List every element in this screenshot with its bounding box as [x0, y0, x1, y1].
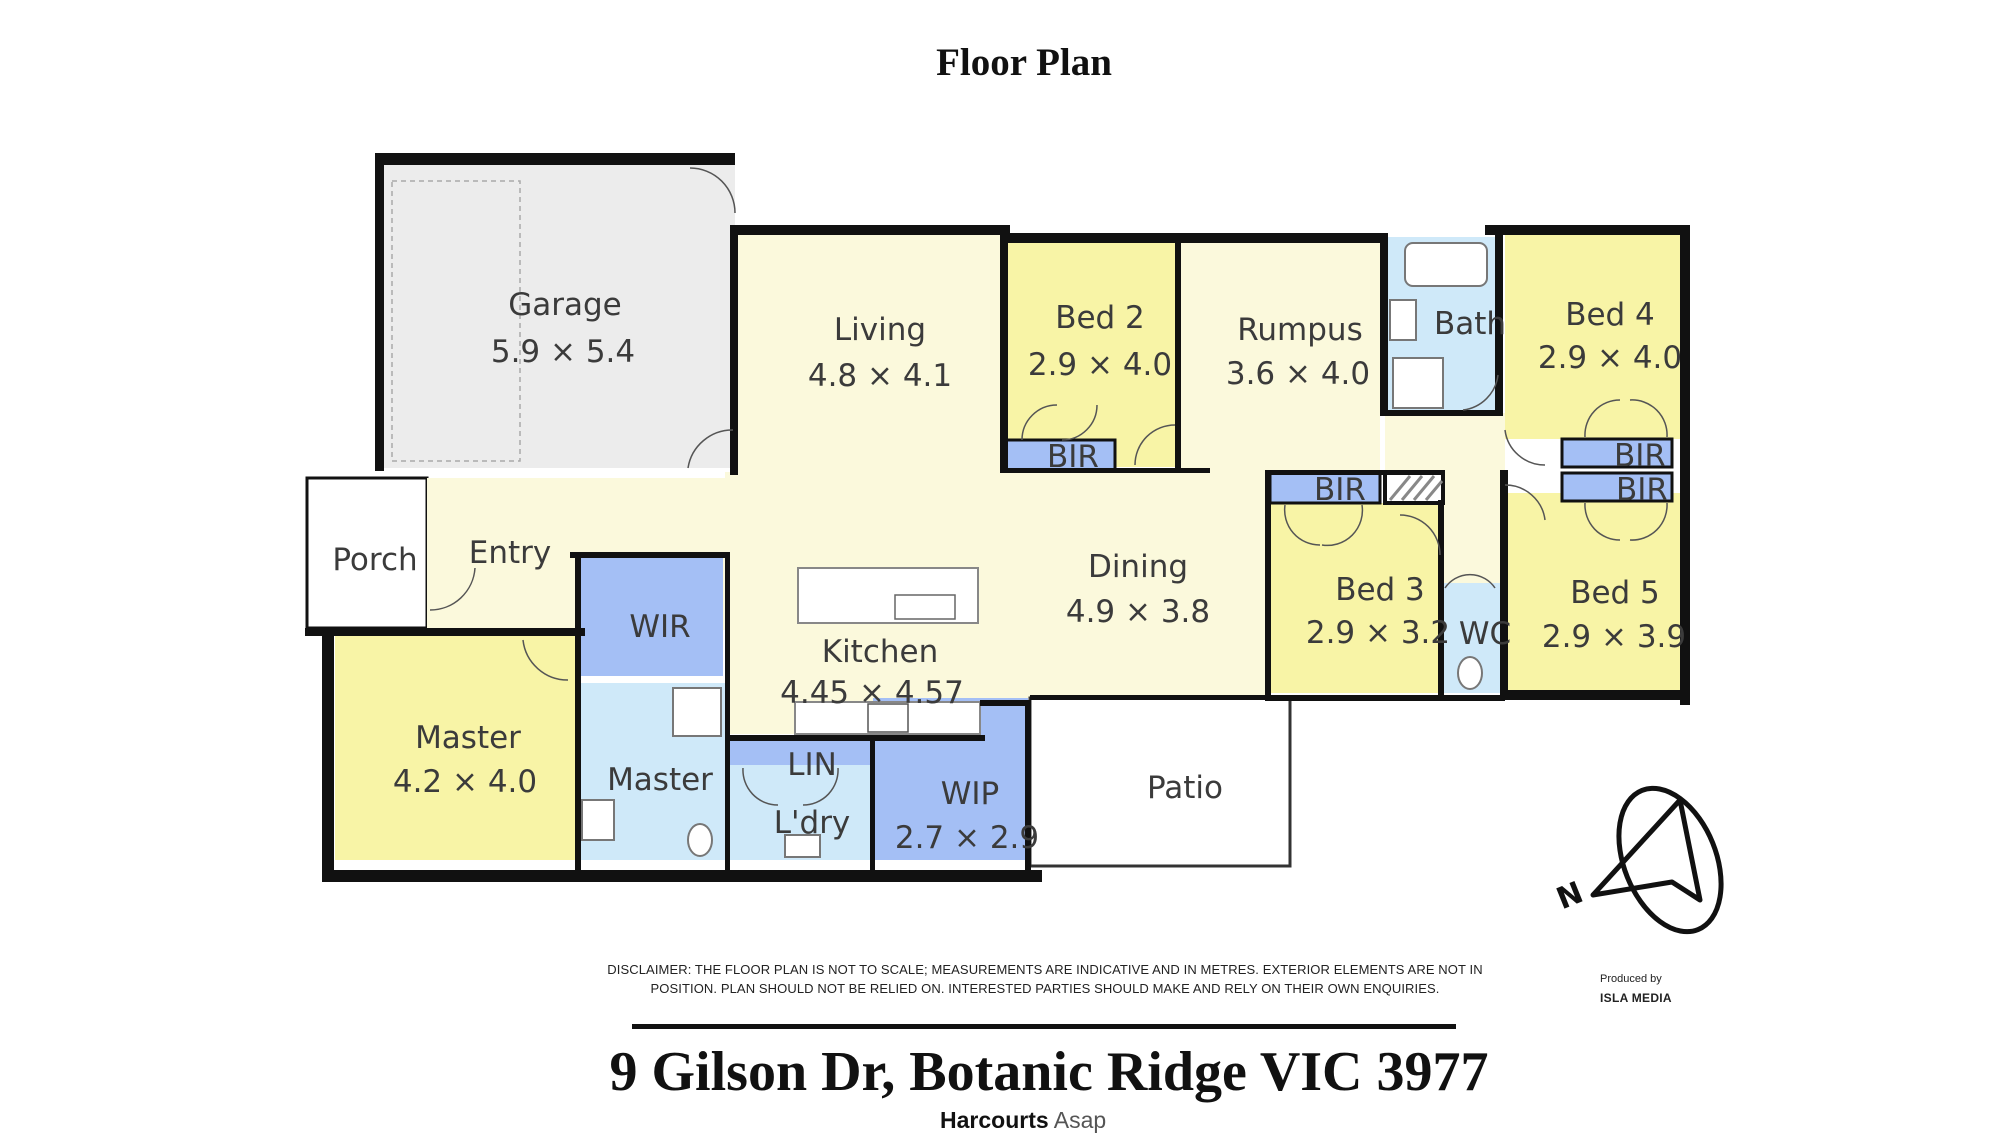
garage-label: Garage — [508, 287, 622, 323]
bath-shower — [1392, 357, 1444, 409]
bed4-floor — [1505, 233, 1687, 439]
disclaimer: DISCLAIMER: THE FLOOR PLAN IS NOT TO SCA… — [560, 960, 1530, 998]
living-dims: 4.8 × 4.1 — [808, 358, 952, 394]
wir-label: WIR — [629, 609, 690, 645]
bed4-dims: 2.9 × 4.0 — [1538, 340, 1682, 376]
lin-label: LIN — [787, 747, 837, 783]
kitchen-dims: 4.45 × 4.57 — [780, 675, 964, 711]
bir-bed3-label: BIR — [1314, 472, 1366, 508]
master-label: Master — [415, 720, 521, 756]
door-swings — [429, 167, 1668, 806]
kitchen-sink — [894, 594, 956, 620]
cooktop — [867, 703, 909, 733]
porch-label: Porch — [332, 542, 417, 578]
compass-icon: N — [1552, 785, 1724, 935]
page-title: Floor Plan — [936, 41, 1112, 84]
agency-brand: Harcourts — [940, 1107, 1049, 1133]
rumpus-label: Rumpus — [1237, 312, 1362, 348]
dining-floor — [982, 472, 1267, 698]
property-address: 9 Gilson Dr, Botanic Ridge VIC 3977 — [609, 1041, 1489, 1103]
producer-label: Produced by — [1600, 973, 1662, 985]
entry-label: Entry — [469, 535, 551, 571]
bed4-label: Bed 4 — [1565, 297, 1655, 333]
bir-bed5-label: BIR — [1616, 472, 1668, 508]
disclaimer-line-1: DISCLAIMER: THE FLOOR PLAN IS NOT TO SCA… — [607, 962, 1483, 977]
ensuite-toilet — [687, 823, 713, 857]
rumpus-dims: 3.6 × 4.0 — [1226, 356, 1370, 392]
bir-bed4-label: BIR — [1614, 438, 1666, 474]
dining-label: Dining — [1088, 549, 1188, 585]
bed5-label: Bed 5 — [1570, 575, 1660, 611]
living-label: Living — [834, 312, 926, 348]
bed5-floor — [1505, 493, 1687, 693]
compass-north-label: N — [1552, 875, 1588, 917]
living-floor — [732, 233, 1002, 473]
kitchen-label: Kitchen — [822, 634, 939, 670]
bed3-label: Bed 3 — [1335, 572, 1425, 608]
bir-bed2-label: BIR — [1047, 439, 1099, 475]
disclaimer-line-2: POSITION. PLAN SHOULD NOT BE RELIED ON. … — [650, 981, 1440, 996]
bed2-floor — [1002, 237, 1180, 467]
bed3-dims: 2.9 × 3.2 — [1306, 615, 1450, 651]
divider — [632, 1024, 1456, 1029]
bir-bed4 — [1560, 437, 1674, 469]
rumpus-floor — [1178, 237, 1380, 472]
bath-vanity — [1389, 299, 1417, 341]
garage-dims: 5.9 × 5.4 — [491, 334, 635, 370]
bathtub — [1404, 242, 1488, 287]
agency-branch: Asap — [1053, 1107, 1107, 1133]
garage-parking-outline — [391, 180, 521, 462]
laundry-label: L'dry — [774, 805, 851, 841]
producer-name: ISLA MEDIA — [1600, 991, 1672, 1005]
laundry-tub — [784, 834, 821, 858]
dining-dims: 4.9 × 3.8 — [1066, 594, 1210, 630]
bed5-dims: 2.9 × 3.9 — [1542, 619, 1686, 655]
wc-label: WC — [1459, 616, 1511, 652]
wir-floor — [578, 556, 723, 676]
porch-floor — [305, 476, 429, 630]
ensuite-label: Master — [607, 762, 713, 798]
bed2-label: Bed 2 — [1055, 300, 1145, 336]
patio-label: Patio — [1147, 770, 1223, 806]
master-dims: 4.2 × 4.0 — [393, 764, 537, 800]
ensuite-vanity — [581, 799, 615, 841]
garage-floor — [377, 163, 735, 468]
bed2-dims: 2.9 × 4.0 — [1028, 347, 1172, 383]
bath-label: Bath — [1434, 306, 1506, 342]
walls — [305, 153, 1690, 882]
ensuite-shower — [672, 687, 722, 737]
wip-label: WIP — [941, 776, 1000, 812]
producer-credit: Produced by ISLA MEDIA — [1600, 970, 1672, 1009]
wc-toilet — [1457, 656, 1483, 690]
wip-dims: 2.7 × 2.9 — [895, 820, 1039, 856]
lin-floor — [725, 740, 873, 765]
agency-logo: Harcourts Asap — [940, 1107, 1106, 1134]
bir-bed5 — [1560, 471, 1674, 503]
